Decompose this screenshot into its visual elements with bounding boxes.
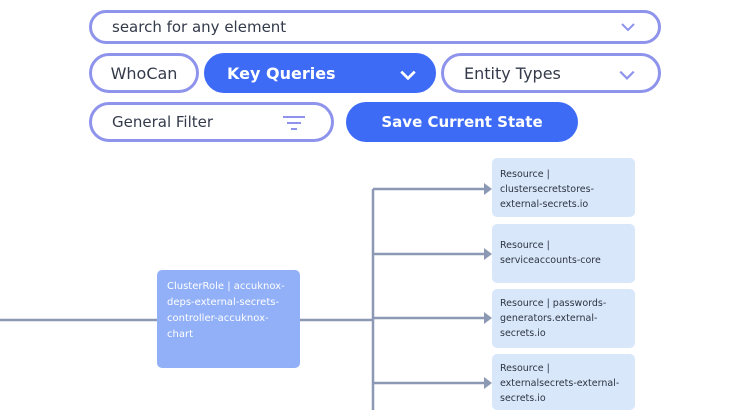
arrowhead-icon xyxy=(484,248,492,260)
general-filter-button[interactable]: General Filter xyxy=(89,102,334,142)
resource-node[interactable]: Resource | externalsecrets-external-secr… xyxy=(492,354,635,410)
resource-label: Resource | externalsecrets-external-secr… xyxy=(500,363,620,404)
search-placeholder: search for any element xyxy=(112,18,287,36)
entity-types-dropdown[interactable]: Entity Types xyxy=(441,53,661,93)
whocan-label: WhoCan xyxy=(110,63,178,83)
arrowhead-icon xyxy=(484,377,492,389)
key-queries-dropdown[interactable]: Key Queries xyxy=(204,53,436,93)
cluster-role-node[interactable]: ClusterRole | accuknox-deps-external-sec… xyxy=(157,270,300,368)
whocan-button[interactable]: WhoCan xyxy=(89,53,199,93)
chevron-down-icon[interactable] xyxy=(620,22,636,32)
resource-node[interactable]: Resource | passwords-generators.external… xyxy=(492,289,635,348)
search-dropdown[interactable]: search for any element xyxy=(89,10,661,44)
save-label: Save Current State xyxy=(381,113,543,131)
resource-node[interactable]: Resource | serviceaccounts-core xyxy=(492,224,635,283)
chevron-down-icon xyxy=(619,70,635,80)
key-queries-label: Key Queries xyxy=(227,63,336,83)
arrowhead-icon xyxy=(484,312,492,324)
resource-label: Resource | serviceaccounts-core xyxy=(500,240,601,266)
arrowhead-icon xyxy=(484,183,492,195)
save-current-state-button[interactable]: Save Current State xyxy=(346,102,578,142)
resource-node[interactable]: Resource | clustersecretstores-external-… xyxy=(492,158,635,217)
resource-label: Resource | clustersecretstores-external-… xyxy=(500,169,594,210)
filter-icon xyxy=(283,116,305,130)
cluster-role-label: ClusterRole | accuknox-deps-external-sec… xyxy=(167,281,285,340)
entity-types-label: Entity Types xyxy=(464,63,561,83)
chevron-down-icon xyxy=(400,70,416,81)
general-filter-label: General Filter xyxy=(112,113,214,131)
resource-label: Resource | passwords-generators.external… xyxy=(500,298,607,339)
